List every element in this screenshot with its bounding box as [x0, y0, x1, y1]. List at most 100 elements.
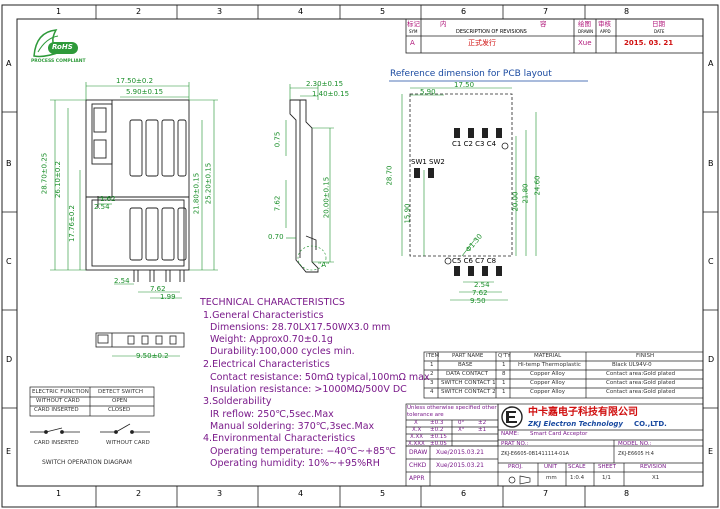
tech-s3-line2: Manual soldering: 370℃,3sec.Max [210, 421, 375, 432]
tol-cell: ±2 [478, 420, 487, 426]
revision-label: REVISION [640, 464, 667, 470]
pcb-label-c-top: C1 C2 C3 C4 [452, 140, 497, 148]
bom-header-qty: Q'TY [498, 353, 511, 359]
tol-cell: ±1 [478, 427, 487, 433]
appr-label: APPR [409, 475, 425, 482]
bom-cell: Contact area:Gold plated [606, 389, 676, 395]
detail-a-label: "A" [318, 261, 330, 269]
zone-col-8: 8 [624, 7, 630, 16]
zone-col-7-bottom: 7 [543, 489, 549, 498]
top-view-outline [85, 99, 190, 271]
rev-mark-cn: 标记 [407, 20, 420, 28]
dim-side-d3: 0.70 [268, 233, 284, 241]
revision-table-grid [405, 18, 704, 54]
zone-row-c-right: C [708, 257, 714, 266]
zone-col-6-bottom: 6 [461, 489, 467, 498]
tech-s4-heading: 4.Environmental Characteristics [203, 433, 356, 444]
tol-cell: ±0.3 [430, 420, 444, 426]
zone-col-8-bottom: 8 [624, 489, 630, 498]
zone-col-3-bottom: 3 [217, 489, 223, 498]
rohs-badge: RoHS [52, 43, 73, 51]
side-view-dimension-lines [285, 84, 334, 263]
rev-symbol: A [410, 39, 415, 47]
proj-label: PROJ. [508, 464, 523, 470]
bom-cell: Black UL94V-0 [612, 362, 652, 368]
bom-cell: Copper Alloy [530, 389, 566, 395]
tol-cell: 0° [458, 420, 465, 426]
tech-title: TECHNICAL CHARACTERISTICS [200, 297, 345, 308]
bom-header-item: ITEM [426, 353, 440, 359]
switch-symbols [30, 423, 150, 434]
zone-row-d: D [6, 355, 13, 364]
zone-row-d-right: D [708, 355, 715, 364]
bom-cell: 3 [430, 380, 434, 386]
bom-cell: 2 [430, 371, 434, 377]
dim-side-height: 20.00±0.15 [322, 176, 331, 219]
switch-card-inserted-label: CARD INSERTED [34, 440, 79, 446]
bom-header-finish: FINISH [636, 353, 655, 359]
rev-draw-cn: 绘图 [578, 20, 591, 28]
dim-side-d1: 0.75 [273, 131, 282, 148]
bom-cell: SWITCH CONTACT 1 [441, 380, 496, 386]
tech-s1-line1: Dimensions: 28.70LX17.50WX3.0 mm [210, 322, 391, 333]
tolerance-header: Unless otherwise specified other toleran… [407, 405, 497, 418]
dim-pcb-bottom-3: 9.50 [470, 297, 486, 305]
switch-header-1: ELECTRIC FUNCTION [32, 389, 89, 395]
switch-table-grid [29, 386, 155, 417]
zone-row-a-right: A [708, 59, 714, 68]
draw-label: DRAW [409, 449, 428, 456]
dim-pcb-bottom-2: 7.62 [472, 289, 488, 297]
switch-row-2-b: CLOSED [108, 407, 131, 413]
bom-cell: 1 [502, 389, 506, 395]
dim-top-h3: 21.80±0.15 [192, 172, 201, 215]
outer-frame [1, 4, 719, 508]
bom-table-grid [423, 351, 704, 399]
company-name-en: ZKJ Electron Technology [528, 420, 623, 428]
switch-without-card-label: WITHOUT CARD [106, 440, 150, 446]
tech-s1-line3: Durability:100,000 cycles min. [210, 346, 355, 357]
inner-frame [16, 18, 704, 487]
zone-col-1: 1 [56, 7, 62, 16]
bom-header-material: MATERIAL [534, 353, 562, 359]
bom-cell: Copper Alloy [530, 371, 566, 377]
side-view-outline [289, 99, 319, 273]
pcb-outline [409, 93, 513, 257]
dim-top-h4: 25.20±0.15 [204, 162, 213, 205]
zone-col-4: 4 [298, 7, 304, 16]
sheet-label: SHEET [598, 464, 616, 470]
pcb-label-sw: SW1 SW2 [411, 158, 445, 166]
dim-pcb-r3: 24.60 [533, 175, 542, 196]
detail-a-circle [297, 245, 327, 271]
tech-s2-line2: Insulation resistance: >1000MΩ/500V DC [210, 384, 407, 395]
tech-s3-heading: 3.Solderability [203, 396, 272, 407]
rohs-caption: PROCESS COMPLIANT [31, 59, 86, 64]
prat-value: ZKJ-E6605-0B1411114-01A [501, 451, 569, 457]
zone-col-6: 6 [461, 7, 467, 16]
top-view-contacts [97, 119, 187, 282]
revision-value: X1 [652, 475, 660, 481]
dim-top-pitch-1: 2.54 [114, 277, 130, 285]
tech-s1-line2: Weight: Approx0.70±0.1g [210, 334, 333, 345]
pcb-dimension-lines [401, 87, 537, 301]
dim-top-small-2: 2.54 [94, 203, 110, 211]
chkd-label: CHKD [409, 462, 427, 469]
dim-side-top-w2: 1.40±0.15 [312, 90, 350, 98]
tol-cell: X.XX [410, 434, 424, 440]
pcb-label-c-bottom: C5 C6 C7 C8 [452, 257, 497, 265]
tol-cell: X° [458, 427, 465, 433]
bom-cell: SWITCH CONTACT 2 [441, 389, 496, 395]
unit-label: UNIT [544, 464, 558, 470]
rohs-logo-graphic [33, 29, 78, 58]
zone-col-5: 5 [380, 7, 386, 16]
model-label: MODEL NO.: [618, 441, 652, 447]
bom-cell: 1 [502, 380, 506, 386]
zone-row-b-right: B [708, 159, 714, 168]
rev-appd-en: APPD [600, 29, 611, 34]
zone-col-2-bottom: 2 [136, 489, 142, 498]
dim-pcb-height: 28.70 [385, 165, 394, 186]
dim-top-small-1: 1.62 [100, 195, 116, 203]
company-name-suffix: CO.,LTD. [634, 420, 667, 428]
unit-value: mm [546, 475, 557, 481]
rev-desc-cn-2: 容 [540, 20, 547, 28]
